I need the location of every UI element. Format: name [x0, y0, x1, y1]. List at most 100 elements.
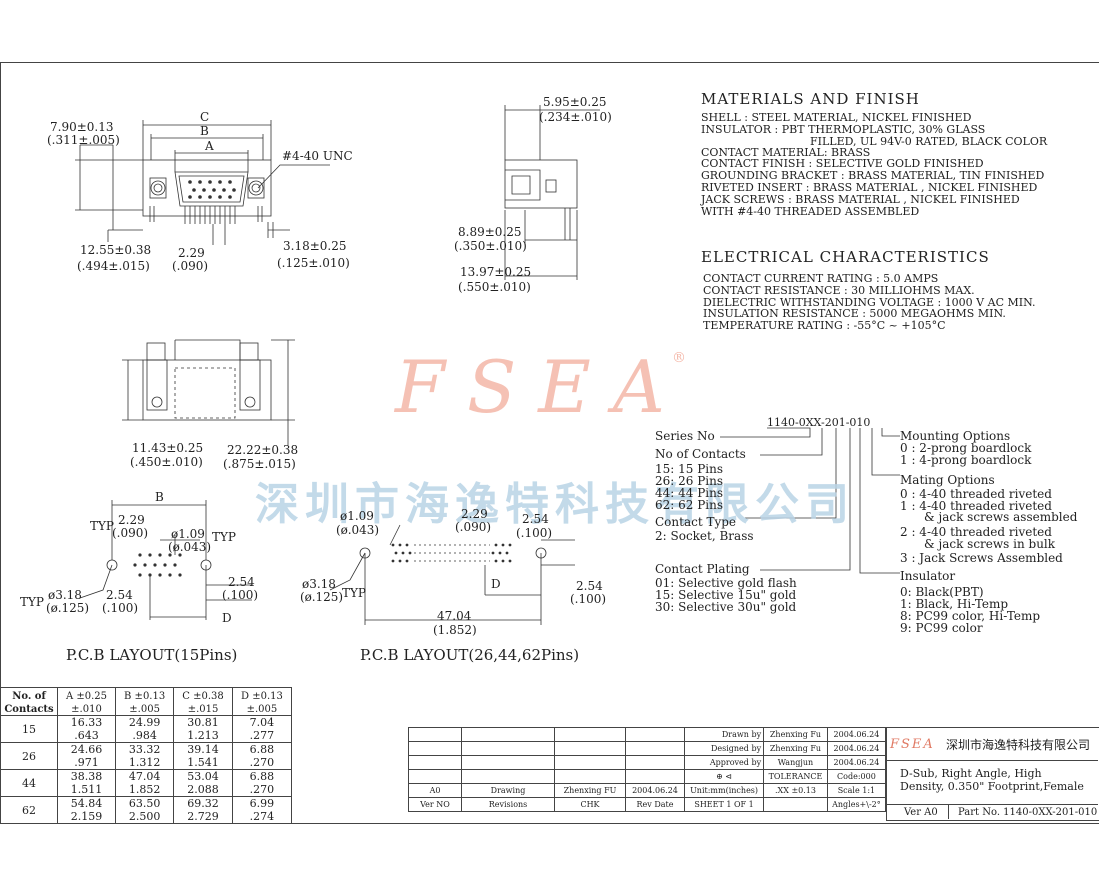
rev-by: Zhenxing FU	[554, 783, 626, 798]
pcb15-mount-in: (ø.125)	[46, 601, 90, 615]
electrical-line: TEMPERATURE RATING : -55°C ~ +105°C	[703, 319, 946, 332]
contact-type-option: 2: Socket, Brass	[655, 529, 754, 543]
pcb15-hole-in: (ø.043)	[168, 540, 212, 554]
electrical-line: CONTACT CURRENT RATING : 5.0 AMPS	[703, 272, 939, 285]
plating-option: 15: Selective 15u" gold	[655, 588, 797, 602]
part-no-label: Part No. 1140-0XX-201-010	[958, 807, 1098, 818]
front-width-in: (.311±.005)	[47, 133, 120, 147]
materials-line: CONTACT FINISH : SELECTIVE GOLD FINISHED	[701, 157, 984, 170]
pcbm-mount-in: (ø.125)	[300, 590, 344, 604]
pcb-multi-drawing	[329, 524, 575, 625]
tolerance-xx: .XX ±0.13	[763, 783, 828, 798]
front-view-drawing	[75, 120, 330, 245]
designed-date: 2004.06.24	[826, 741, 887, 756]
title-block: Drawn by Zhenxing Fu 2004.06.24 Designed…	[408, 727, 887, 812]
drawn-label: Drawn by	[683, 727, 765, 742]
pcb15-offset-mm: 2.54	[106, 588, 133, 602]
electrical-line: INSULATION RESISTANCE : 5000 MEGAOHMS MI…	[703, 307, 1006, 320]
materials-line: WITH #4-40 THREADED ASSEMBLED	[701, 205, 920, 218]
rev-drawing: Drawing	[461, 783, 555, 798]
plating-option: 01: Selective gold flash	[655, 576, 797, 590]
approved-label: Approved by	[683, 755, 765, 770]
drawn-name: Zhenxing Fu	[763, 727, 828, 742]
front-tail-in: (.125±.010)	[277, 256, 350, 270]
pcb15-typ-left: TYP	[90, 519, 114, 533]
insulator-title: Insulator	[900, 569, 956, 583]
contacts-title: No of Contacts	[655, 447, 746, 461]
materials-line: FILLED, UL 94V-0 RATED, BLACK COLOR	[810, 135, 1048, 148]
watermark-logo: FSEA	[395, 345, 687, 429]
cell-contacts: 62	[0, 796, 58, 824]
pcbm-row-in: (.100)	[516, 526, 553, 540]
pcb15-title: P.C.B LAYOUT(15Pins)	[66, 646, 238, 664]
watermark-registered-mark: ®	[672, 350, 686, 366]
side-view-drawing	[504, 105, 600, 280]
electrical-line: DIELECTRIC WITHSTANDING VOLTAGE : 1000 V…	[703, 296, 1036, 309]
title-row-approved: Approved by Wangjun 2004.06.24	[408, 755, 887, 770]
pcbm-offset-in: (.100)	[570, 592, 607, 606]
pcb15-pitch-in: (.090)	[112, 526, 149, 540]
pcb15-typ-right: TYP	[212, 530, 236, 544]
title-block-right-divider	[886, 804, 1098, 805]
materials-line: JACK SCREWS : BRASS MATERIAL , NICKEL FI…	[701, 193, 1020, 206]
watermark-company-name: 深圳市海逸特科技有限公司	[255, 479, 855, 530]
drawn-date: 2004.06.24	[826, 727, 887, 742]
top-view-drawing	[122, 339, 295, 445]
title-block-right-divider	[886, 760, 1098, 761]
side-bot-mm: 13.97±0.25	[460, 265, 532, 279]
pcb15-hole-mm: ø1.09	[171, 527, 205, 541]
cell-d: 7.04.277	[231, 715, 293, 743]
front-pitch-mm: 2.29	[178, 246, 205, 260]
pcb15-row-mm: 2.54	[228, 575, 255, 589]
mounting-option: 0 : 2-prong boardlock	[900, 441, 1032, 455]
cell-contacts: 15	[0, 715, 58, 743]
electrical-title: ELECTRICAL CHARACTERISTICS	[701, 248, 990, 266]
contacts-option: 62: 62 Pins	[655, 498, 724, 512]
mating-option: & jack screws in bulk	[924, 537, 1056, 551]
col-header-a: A ±0.25±.010	[56, 687, 117, 716]
part-description-1: D-Sub, Right Angle, High	[900, 767, 1042, 780]
contacts-option: 15: 15 Pins	[655, 462, 724, 476]
cell-d: 6.88.270	[231, 742, 293, 770]
cell-b: 24.99.984	[115, 715, 175, 743]
mating-option: 3 : Jack Screws Assembled	[900, 551, 1063, 565]
drawing-border	[0, 62, 1099, 824]
title-row-tolerance: ⊕ ⊲ TOLERANCE Code:000	[408, 769, 887, 784]
front-dim-a: A	[205, 139, 214, 153]
part-number-code: 1140-0XX-201-010	[767, 416, 871, 429]
top-h1-in: (.450±.010)	[130, 455, 203, 469]
side-mid-mm: 8.89±0.25	[458, 225, 522, 239]
title-row-rev: A0 Drawing Zhenxing FU 2004.06.24 Unit:m…	[408, 783, 887, 798]
pcb15-pitch-mm: 2.29	[118, 513, 145, 527]
pcb15-mount-mm: ø3.18	[48, 588, 82, 602]
version-label: Ver A0	[904, 807, 938, 818]
pcbm-hole-in: (ø.043)	[336, 523, 380, 537]
pcbm-row-mm: 2.54	[522, 512, 549, 526]
pcb15-dim-b: B	[155, 490, 164, 504]
electrical-line: CONTACT RESISTANCE : 30 MILLIOHMS MAX.	[703, 284, 975, 297]
designed-name: Zhenxing Fu	[763, 741, 828, 756]
side-bot-in: (.550±.010)	[458, 280, 531, 294]
pcbm-span-in: (1.852)	[433, 623, 477, 637]
projection-symbol-icon: ⊕ ⊲	[683, 769, 765, 784]
series-label: Series No	[655, 429, 715, 443]
insulator-option: 1: Black, Hi-Temp	[900, 597, 1009, 611]
materials-line: GROUNDING BRACKET : BRASS MATERIAL, TIN …	[701, 169, 1045, 182]
pcbm-span-mm: 47.04	[437, 609, 472, 623]
sheet-label: SHEET 1 OF 1	[683, 797, 765, 812]
front-pitch-in: (.090)	[172, 259, 209, 273]
cell-d: 6.99.274	[231, 796, 293, 824]
front-height-in: (.494±.015)	[77, 259, 150, 273]
pcb15-offset-in: (.100)	[102, 601, 139, 615]
units-label: Unit:mm(inches)	[683, 783, 765, 798]
materials-title: MATERIALS AND FINISH	[701, 90, 920, 108]
designed-label: Designed by	[683, 741, 765, 756]
title-row-designed: Designed by Zhenxing Fu 2004.06.24	[408, 741, 887, 756]
